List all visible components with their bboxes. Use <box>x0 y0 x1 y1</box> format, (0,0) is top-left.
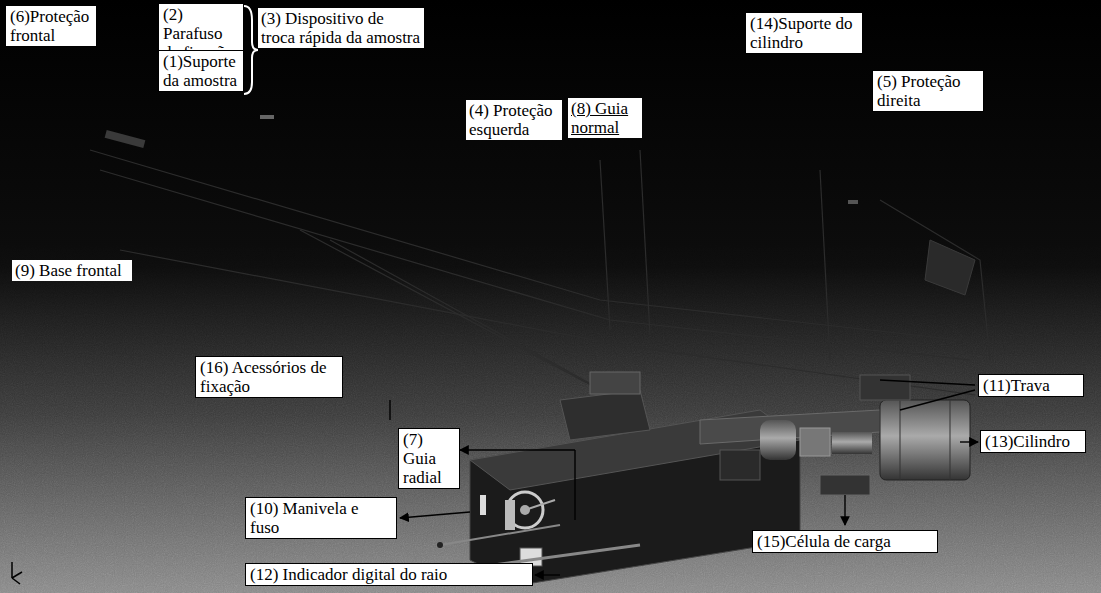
callout-box: (12) Indicador digital do raio <box>245 563 533 586</box>
part-label: (9) Base frontal <box>12 260 132 281</box>
part-label: (4) Proteção esquerda <box>466 100 562 140</box>
callout-box: (7) Guia radial <box>398 428 460 489</box>
callout-label: (7) Guia radial <box>403 430 455 487</box>
callout-box: (13)Cilindro <box>980 430 1086 453</box>
callout-box: (11)Trava <box>978 374 1084 397</box>
callout-label: (11)Trava <box>983 376 1079 395</box>
callout-box: (16) Acessórios de fixação <box>195 356 343 398</box>
callout-box: (5) Proteção direita <box>872 70 984 112</box>
part-label: (8) Guia normal <box>568 98 642 138</box>
callout-label: (12) Indicador digital do raio <box>250 565 528 584</box>
callout-box: (14)Suporte do cilindro <box>745 12 863 54</box>
callout-label: (5) Proteção direita <box>877 72 979 110</box>
callout-box: (15)Célula de carga <box>752 530 938 553</box>
callout-label: (14)Suporte do cilindro <box>750 14 858 52</box>
callout-label: (6)Proteção frontal <box>10 7 92 45</box>
callout-box: (6)Proteção frontal <box>5 5 97 47</box>
callout-box: (10) Manivela e fuso <box>245 497 397 539</box>
part-label: (3) Dispositivo de troca rápida da amost… <box>258 8 424 48</box>
callout-label: (1)Suporte da amostra <box>163 52 239 90</box>
callout-box: (1)Suporte da amostra <box>158 50 244 92</box>
callout-label: (15)Célula de carga <box>757 532 933 551</box>
callout-label: (10) Manivela e fuso <box>250 499 392 537</box>
callout-label: (16) Acessórios de fixação <box>200 358 338 396</box>
callout-label: (13)Cilindro <box>985 432 1081 451</box>
